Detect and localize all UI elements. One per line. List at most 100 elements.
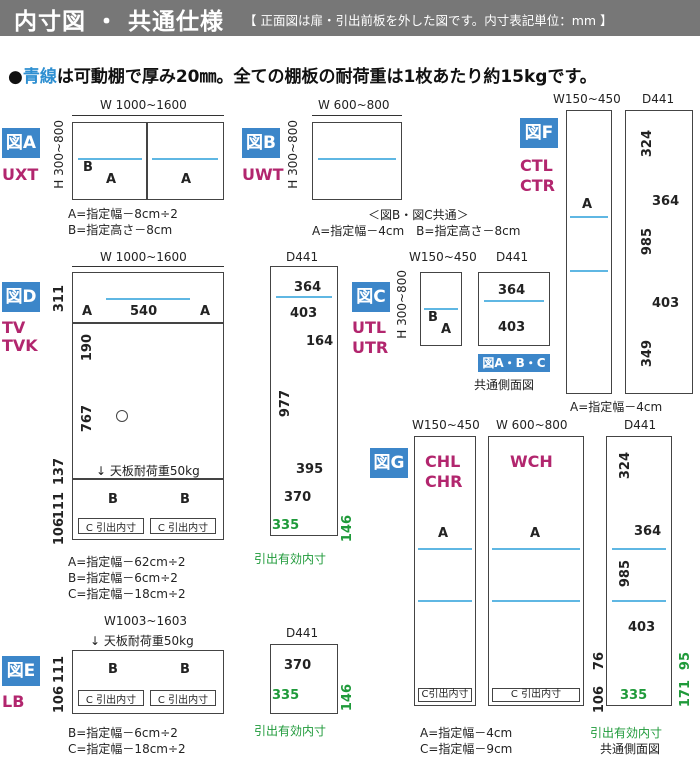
fig-g-364: 364: [634, 524, 662, 539]
fig-g-side-shelf-1: [612, 548, 666, 550]
fig-e-cabinet: [72, 650, 224, 714]
fig-d-side-395: 395: [296, 462, 324, 477]
fig-b-code: UWT: [242, 165, 284, 184]
fig-g-formula-2: C=指定幅－9cm: [420, 742, 513, 756]
fig-d-side-depth: D441: [286, 250, 319, 264]
fig-g-wide-shelf-2: [492, 600, 580, 602]
fig-g-narrow-cabinet: [414, 436, 476, 706]
fig-d-side-view: [270, 266, 338, 536]
fig-f-403: 403: [652, 296, 680, 311]
fig-b-width: W 600~800: [318, 98, 390, 112]
fig-g-wide-cabinet: [488, 436, 584, 706]
fig-a-shelf-left: [78, 158, 142, 160]
fig-d-drawer-c2: C 引出内寸: [150, 518, 216, 534]
page-title: 内寸図 ・ 共通仕様: [14, 9, 225, 35]
fig-d-side-164: 164: [306, 334, 334, 349]
fig-d-side-146: 146: [340, 515, 355, 543]
fig-e-drawer-note: 引出有効内寸: [254, 724, 327, 738]
fig-g-side-label: 共通側面図: [600, 742, 661, 756]
fig-g-76: 76: [592, 652, 607, 671]
fig-d-side-364: 364: [294, 280, 322, 295]
fig-g-drawer-note: 引出有効内寸: [590, 726, 663, 740]
fig-g-wide-shelf-1: [492, 548, 580, 550]
fig-d-label-a1: A: [82, 304, 93, 319]
fig-c-code-1: UTL: [352, 318, 387, 337]
note-bullet: ●: [8, 67, 23, 87]
fig-g-335: 335: [620, 688, 648, 703]
fig-c-common-tag: 図A・B・C: [478, 354, 550, 372]
fig-g-324: 324: [618, 452, 633, 480]
fig-f-code-2: CTR: [520, 176, 555, 195]
fig-e-side-view: [270, 644, 338, 714]
fig-c-tag: 図C: [352, 282, 390, 312]
fig-d-106: 106: [52, 518, 67, 546]
fig-d-540: 540: [130, 304, 158, 319]
fig-e-code: LB: [2, 692, 25, 711]
fig-a-divider: [146, 122, 148, 200]
fig-d-drawer-note: 引出有効内寸: [254, 552, 327, 566]
fig-g-width-2: W 600~800: [496, 418, 568, 432]
fig-g-985: 985: [618, 560, 633, 588]
fig-d-lower-divider: [72, 478, 224, 480]
fig-b-height: H 300~800: [286, 120, 300, 189]
fig-b-cabinet: [312, 122, 402, 200]
fig-g-code-1a: CHL: [425, 452, 461, 471]
fig-a-width: W 1000~1600: [100, 98, 187, 112]
fig-d-cabinet: [72, 272, 224, 540]
fig-g-side-shelf-2: [612, 600, 666, 602]
fig-c-shelf: [424, 308, 458, 310]
fig-a-label-b: B: [83, 160, 93, 175]
fig-b-common: ＜図B・図C共通＞: [368, 208, 469, 222]
fig-g-label-a1: A: [438, 526, 449, 541]
fig-d-side-403: 403: [290, 306, 318, 321]
fig-g-95: 95: [678, 652, 693, 671]
fig-e-drawer-c2: C 引出内寸: [150, 690, 216, 706]
fig-f-side: [625, 110, 693, 394]
fig-g-403: 403: [628, 620, 656, 635]
fig-a-code: UXT: [2, 165, 39, 184]
fig-e-tag: 図E: [2, 656, 40, 686]
fig-d-label-a2: A: [200, 304, 211, 319]
fig-d-load: ↓ 天板耐荷重50kg: [96, 464, 200, 478]
fig-c-height: H 300~800: [395, 270, 409, 339]
fig-d-cable-hole: [116, 410, 128, 422]
fig-e-side-370: 370: [284, 658, 312, 673]
fig-g-106: 106: [592, 686, 607, 714]
fig-a-cabinet: [72, 122, 224, 200]
fig-c-front: [420, 272, 462, 346]
fig-c-width: W150~450: [409, 250, 477, 264]
fig-a-formula-2: B=指定高さ－8cm: [68, 223, 173, 237]
fig-g-narrow-shelf-2: [418, 600, 472, 602]
fig-e-side-335: 335: [272, 688, 300, 703]
fig-e-load: ↓ 天板耐荷重50kg: [90, 634, 194, 648]
fig-b-tag: 図B: [242, 128, 280, 158]
fig-g-side-view: [606, 436, 672, 706]
fig-d-111: 111: [52, 492, 67, 520]
fig-d-767: 767: [80, 405, 95, 433]
fig-a-width-line: [72, 115, 224, 116]
fig-a-tag: 図A: [2, 128, 40, 158]
fig-g-code-1b: CHR: [425, 472, 463, 491]
fig-d-311: 311: [52, 285, 67, 313]
fig-g-tag: 図G: [370, 448, 408, 478]
fig-b-shelf: [318, 158, 396, 160]
header-bar: 内寸図 ・ 共通仕様 【 正面図は扉・引出前板を外した図です。内寸表記単位：mm…: [0, 0, 700, 36]
fig-d-drawer-c1: C 引出内寸: [78, 518, 144, 534]
fig-d-tag: 図D: [2, 282, 40, 312]
fig-c-label-b: B: [428, 310, 438, 325]
fig-d-formula-3: C=指定幅－18cm÷2: [68, 587, 186, 601]
fig-b-width-line: [312, 115, 402, 116]
fig-d-top-shelf: [106, 298, 190, 300]
fig-e-label-b2: B: [180, 662, 190, 677]
fig-f-label-a: A: [582, 197, 593, 212]
fig-e-side-146: 146: [340, 684, 355, 712]
fig-c-common-label: 共通側面図: [474, 378, 535, 392]
fig-b-formula: A=指定幅－4cm B=指定高さ－8cm: [312, 224, 521, 238]
note-highlight: 青線: [22, 67, 57, 87]
fig-a-height: H 300~800: [52, 120, 66, 189]
fig-f-tag: 図F: [520, 118, 558, 148]
fig-c-side-403: 403: [498, 320, 526, 335]
fig-f-349: 349: [640, 340, 655, 368]
fig-f-width: W150~450: [553, 92, 621, 106]
fig-f-depth: D441: [642, 92, 675, 106]
